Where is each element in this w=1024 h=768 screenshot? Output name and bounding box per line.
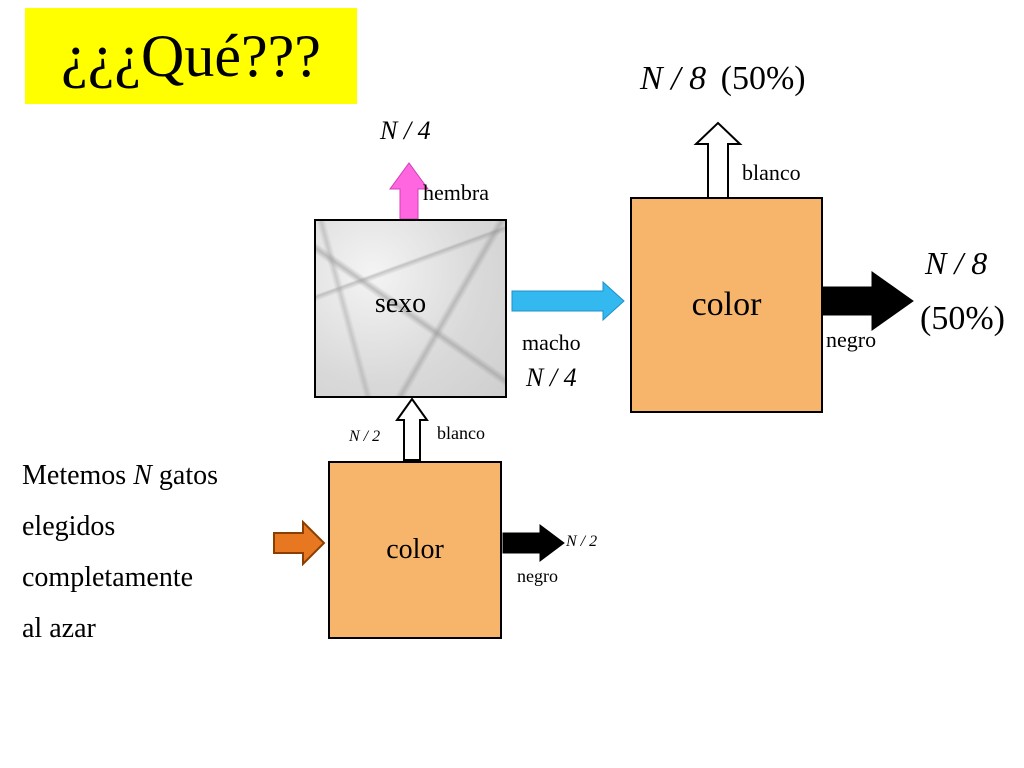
blanco-up-arrow-top	[693, 121, 743, 199]
color-box-bottom-label: color	[386, 534, 444, 565]
n-quarter-macho-label: N / 4	[526, 363, 577, 392]
blanco-up-arrow-bottom	[395, 397, 429, 461]
macho-label: macho	[522, 330, 581, 355]
intro-line-3: completamente	[22, 562, 194, 593]
n-variable: N	[133, 460, 152, 491]
intro-line-1: Metemos N gatos	[22, 460, 219, 491]
negro-right-arrow-top	[822, 271, 914, 331]
blanco-label-top: blanco	[742, 160, 801, 185]
n-half-blanco-label: N / 2	[349, 428, 381, 445]
n-eighth-blanco-label: N / 8	[640, 60, 707, 97]
hembra-up-arrow	[389, 162, 429, 220]
intro-text: Metemos N gatos elegidos completamente a…	[22, 450, 218, 654]
negro-right-arrow-bottom	[502, 524, 565, 562]
pct-blanco-label: (50%)	[720, 60, 806, 97]
sexo-box-label: sexo	[374, 287, 427, 319]
n-eighth-blanco-group: N / 8 (50%)	[640, 60, 806, 98]
blanco-label-bottom: blanco	[437, 423, 485, 443]
pct-negro-label: (50%)	[920, 300, 1005, 337]
color-box-bottom: color	[328, 461, 502, 639]
color-box-top-label: color	[691, 286, 762, 323]
n-quarter-hembra-label: N / 4	[380, 116, 431, 145]
negro-label-bottom: negro	[517, 566, 558, 586]
sexo-box: sexo	[314, 219, 507, 398]
intro-line-2: elegidos	[22, 511, 116, 542]
color-box-top: color	[630, 197, 823, 413]
intro-line-4: al azar	[22, 613, 96, 644]
n-half-negro-label: N / 2	[566, 533, 598, 550]
macho-right-arrow	[511, 280, 625, 322]
n-eighth-negro-label: N / 8	[925, 245, 988, 281]
negro-label-top: negro	[826, 327, 877, 352]
input-arrow	[273, 519, 326, 567]
page-title: ¿¿¿Qué???	[25, 8, 357, 104]
hembra-label: hembra	[423, 180, 489, 205]
